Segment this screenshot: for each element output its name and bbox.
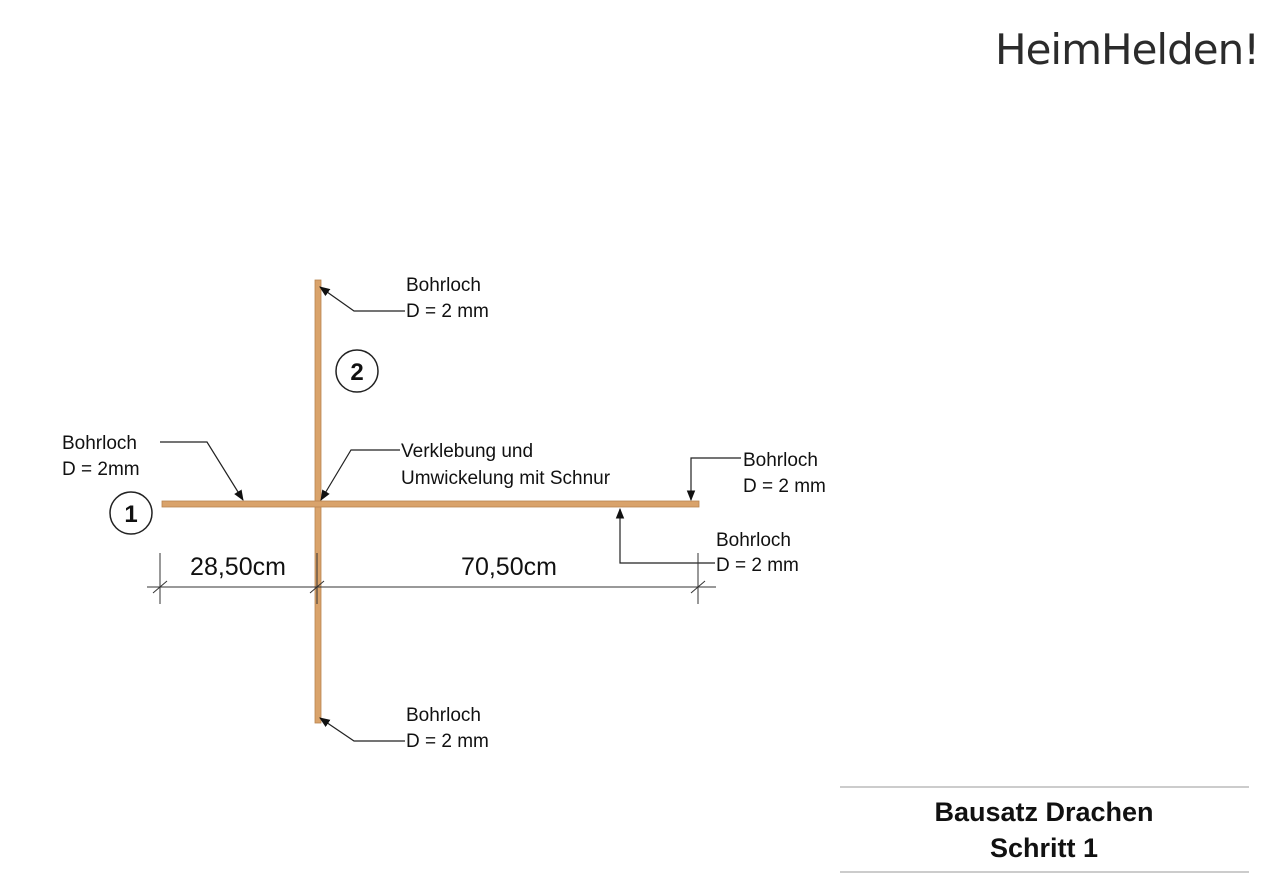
dimension-tick-right xyxy=(690,580,706,594)
leader-line-bottom xyxy=(319,717,405,742)
callout-top-hole: Bohrloch D = 2 mm xyxy=(319,275,489,322)
callout-bottom-hole: Bohrloch D = 2 mm xyxy=(319,705,489,752)
callout-right-top-hole: Bohrloch D = 2 mm xyxy=(686,450,826,502)
dimension-tick-left xyxy=(152,580,168,594)
part-number-1-label: 1 xyxy=(124,501,137,528)
leader-line-left xyxy=(160,441,244,501)
callout-left-hole: Bohrloch D = 2mm xyxy=(62,433,244,501)
callout-right-bottom-hole: Bohrloch D = 2 mm xyxy=(615,507,799,576)
callout-right-top-line2: D = 2 mm xyxy=(743,476,826,497)
leader-line-right-bottom xyxy=(615,507,715,564)
leader-line-right-top xyxy=(686,457,741,502)
callout-right-bottom-line1: Bohrloch xyxy=(716,530,791,551)
callout-center-line1: Verklebung und xyxy=(401,441,533,462)
callout-center-line2: Umwickelung mit Schnur xyxy=(401,468,611,489)
dimension-line: 28,50cm 70,50cm xyxy=(147,553,716,604)
part-number-1: 1 xyxy=(109,491,153,535)
part-number-2-label: 2 xyxy=(350,359,363,386)
part-number-2: 2 xyxy=(335,349,379,393)
dimension-left-label: 28,50cm xyxy=(190,553,286,581)
callout-right-top-line1: Bohrloch xyxy=(743,450,818,471)
brand-logo: HeimHelden! xyxy=(995,25,1259,74)
callout-top-line2: D = 2 mm xyxy=(406,301,489,322)
dimension-tick-center xyxy=(309,580,325,594)
title-block-line2: Schritt 1 xyxy=(990,833,1098,863)
horizontal-stick xyxy=(161,500,700,508)
callout-left-line2: D = 2mm xyxy=(62,459,140,480)
callout-top-line1: Bohrloch xyxy=(406,275,481,296)
title-block: Bausatz Drachen Schritt 1 xyxy=(840,786,1249,873)
callout-center-joint: Verklebung und Umwickelung mit Schnur xyxy=(320,441,611,501)
leader-line-top xyxy=(319,286,405,312)
leader-line-center xyxy=(320,449,400,501)
callout-left-line1: Bohrloch xyxy=(62,433,137,454)
callout-bottom-line1: Bohrloch xyxy=(406,705,481,726)
callout-right-bottom-line2: D = 2 mm xyxy=(716,555,799,576)
title-block-line1: Bausatz Drachen xyxy=(934,797,1153,827)
callout-bottom-line2: D = 2 mm xyxy=(406,731,489,752)
dimension-right-label: 70,50cm xyxy=(461,553,557,581)
